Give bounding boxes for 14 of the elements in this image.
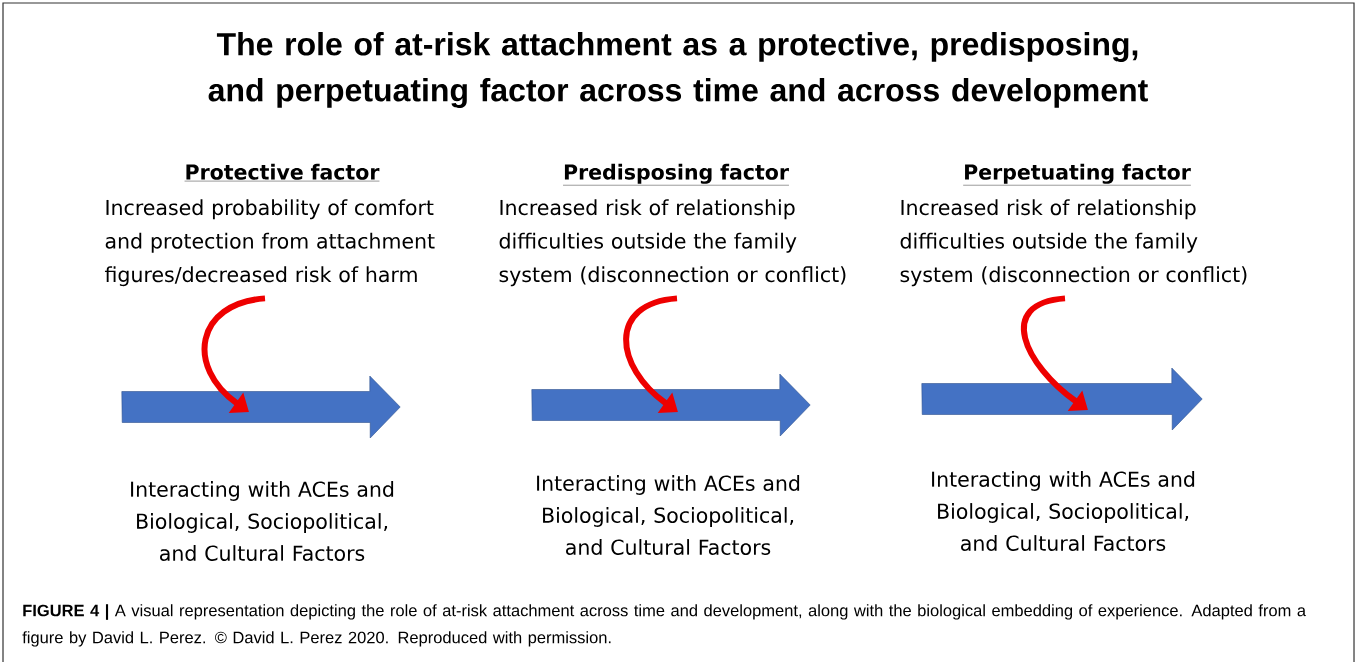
title: The role of at-risk attachment as a protective, predisposing, and perpetuating factor across time and across development [208, 32, 1148, 108]
block-arrow [121, 375, 401, 439]
block-arrow [921, 367, 1203, 431]
figure-caption: FIGURE 4 | A visual representation depicting the role of at-risk attachment across time and development, along with the biological embedding of experience. Adapted from a figure by David L. Perez. © David L. Perez 2020. Reproduced with permission. [22, 604, 1307, 647]
factor-description: Predisposing factor Increased risk of relationship difficulties outside the family system (disconnection or conflict) [499, 163, 846, 287]
annotation-text: Interacting with ACEs and Biological, Sociopolitical, and Cultural Factors [131, 481, 394, 561]
factor-description: Perpetuating factor Increased risk of relationship difficulties outside the family system (disconnection or conflict) [900, 163, 1247, 287]
curved-arrow [201, 295, 266, 413]
annotation-text: Interacting with ACEs and Biological, Sociopolitical, and Cultural Factors [537, 475, 800, 555]
factor-description: Protective factor Increased probability of comfort and protection from attachment figures/decreased risk of harm [104, 163, 435, 287]
curved-arrow [623, 295, 678, 413]
curved-arrow [1020, 295, 1088, 411]
block-arrow [531, 373, 811, 437]
annotation-text: Interacting with ACEs and Biological, Sociopolitical, and Cultural Factors [932, 471, 1195, 551]
